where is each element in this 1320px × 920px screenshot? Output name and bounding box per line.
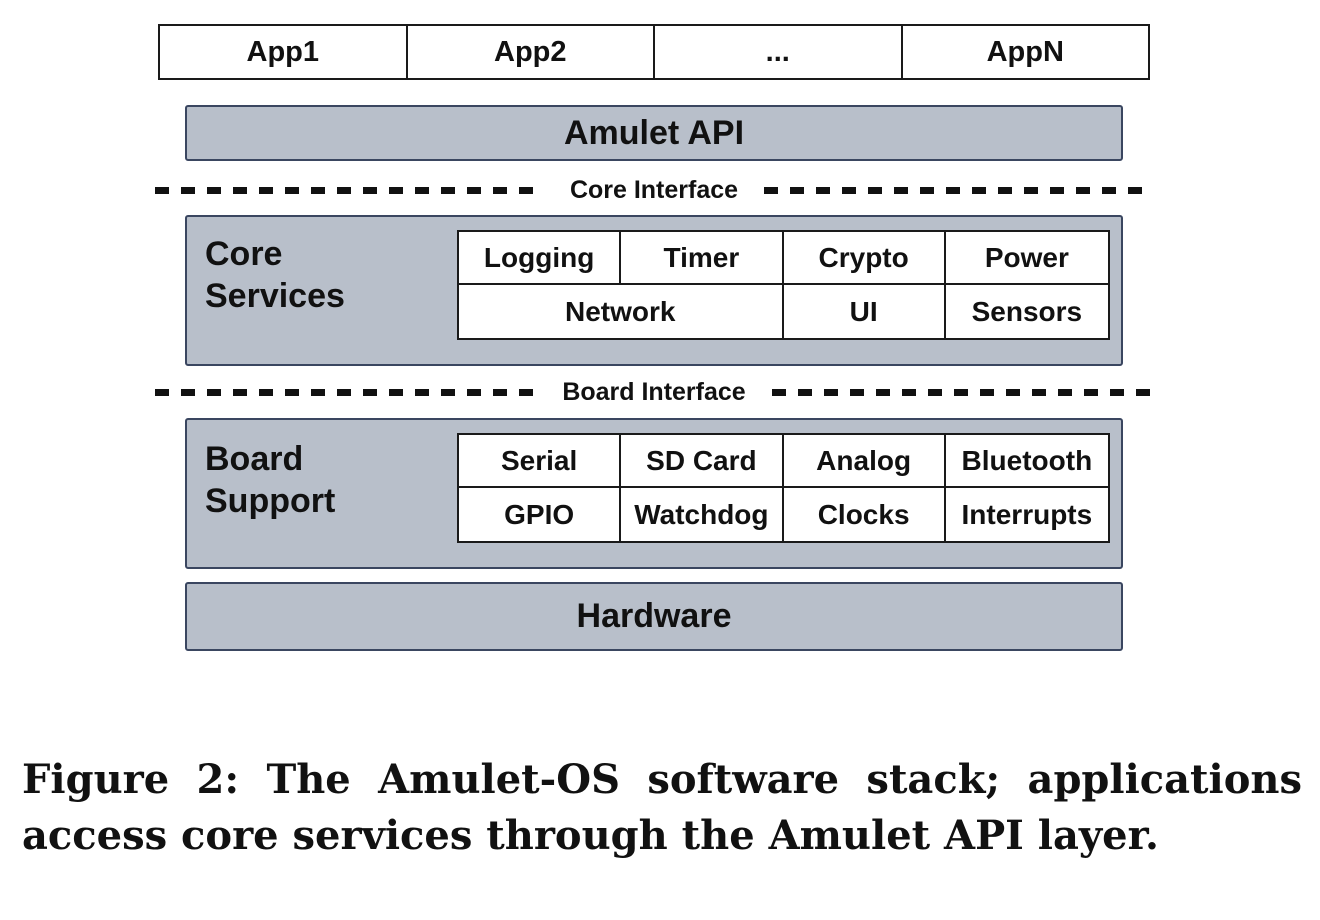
app-box-1: App1	[160, 26, 408, 78]
core-interface-separator: Core Interface	[155, 175, 1153, 205]
board-support-grid: Serial SD Card Analog Bluetooth GPIO Wat…	[457, 433, 1110, 543]
board-interface-separator: Board Interface	[155, 377, 1154, 407]
board-bluetooth: Bluetooth	[945, 435, 1108, 488]
dashed-line-right	[764, 186, 1153, 194]
board-support-layer: Board Support Serial SD Card Analog Blue…	[185, 418, 1123, 569]
hardware-layer: Hardware	[185, 582, 1123, 651]
board-gpio: GPIO	[459, 488, 622, 541]
service-crypto: Crypto	[783, 232, 946, 285]
dashed-line-left	[155, 388, 537, 396]
core-services-grid: Logging Timer Crypto Power Network UI Se…	[457, 230, 1110, 340]
board-serial: Serial	[459, 435, 622, 488]
figure-caption: Figure 2: The Amulet-OS software stack; …	[22, 756, 1302, 859]
board-clocks: Clocks	[784, 488, 946, 541]
service-power: Power	[945, 232, 1108, 285]
amulet-api-layer: Amulet API	[185, 105, 1123, 161]
dashed-line-right	[771, 388, 1154, 396]
board-support-title: Board Support	[205, 438, 335, 522]
service-sensors: Sensors	[971, 295, 1083, 327]
amulet-api-label: Amulet API	[563, 113, 745, 152]
service-timer: Timer	[621, 232, 784, 285]
app-box-2: App2	[408, 26, 655, 78]
board-support-title-line1: Board	[205, 440, 304, 478]
core-services-title-line2: Services	[205, 277, 345, 315]
board-support-title-line2: Support	[205, 482, 336, 520]
board-interrupts: Interrupts	[961, 498, 1093, 530]
app-box-ellipsis: ...	[655, 26, 903, 78]
board-interface-label: Board Interface	[562, 377, 746, 406]
applications-row: App1 App2 ... AppN	[158, 24, 1150, 80]
core-services-title-line1: Core	[205, 235, 283, 273]
board-analog: Analog	[783, 435, 946, 488]
service-network: Network	[459, 285, 784, 338]
core-services-title: Core Services	[205, 233, 345, 317]
service-ui: UI	[784, 285, 946, 338]
core-interface-label: Core Interface	[569, 175, 739, 204]
board-watchdog: Watchdog	[621, 488, 784, 541]
app-box-n: AppN	[986, 35, 1064, 68]
service-logging: Logging	[459, 232, 622, 285]
core-services-layer: Core Services Logging Timer Crypto Power…	[185, 215, 1123, 366]
hardware-label: Hardware	[576, 597, 732, 635]
board-sd-card: SD Card	[621, 435, 784, 488]
dashed-line-left	[155, 186, 544, 194]
